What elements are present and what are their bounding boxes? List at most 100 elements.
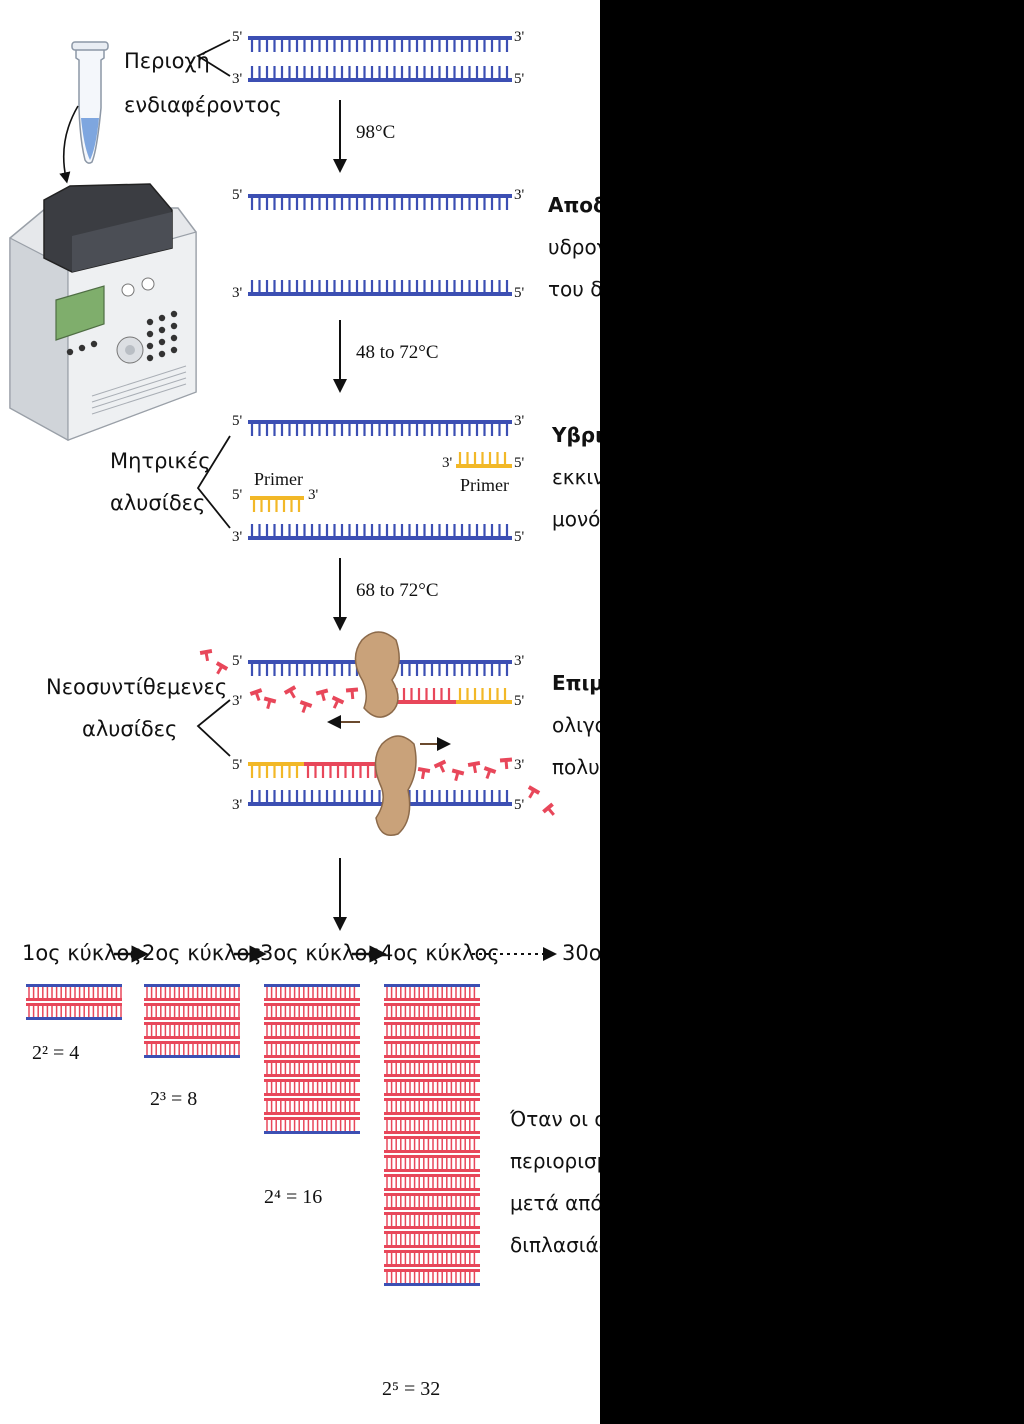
nucleotide — [215, 661, 229, 675]
end-label: 3' — [514, 187, 525, 203]
annealing-line-2: εκκινη — [552, 465, 600, 489]
thermocycler-icon — [9, 183, 197, 442]
dna-duplex — [384, 1117, 480, 1134]
end-label: 3' — [442, 455, 453, 471]
cycle-label-1: 1ος κύκλος — [22, 941, 142, 965]
end-label: 5' — [514, 285, 525, 301]
nucleotide — [433, 759, 447, 773]
end-label: 3' — [308, 487, 319, 503]
dna-duplex — [384, 1098, 480, 1115]
denaturation-line-2: υδρογ — [548, 235, 600, 259]
dna-duplex — [384, 1022, 480, 1039]
dna-duplex — [384, 1269, 480, 1286]
dna-duplex — [144, 1041, 240, 1058]
dna-duplex — [384, 984, 480, 1001]
end-label: 3' — [232, 529, 243, 545]
pcr-tube-icon — [71, 41, 109, 164]
dna-stack-cycle-1 — [26, 984, 122, 1020]
dna-duplex — [264, 1079, 360, 1096]
dna-duplex — [384, 1079, 480, 1096]
dna-stack-cycle-2 — [144, 984, 240, 1058]
extension-line-3: πολυμ — [552, 755, 600, 779]
count-cycle-4: 2⁵ = 32 — [382, 1378, 441, 1400]
nucleotide — [249, 688, 263, 701]
dna-duplex — [264, 1041, 360, 1058]
primer-label-left: Primer — [254, 469, 303, 489]
limit-line-2: περιορισμ — [510, 1149, 600, 1173]
extension-line-2: ολιγο — [552, 713, 600, 737]
end-label: 5' — [514, 797, 525, 813]
region-of-interest-label: Περιοχή — [124, 49, 210, 73]
count-cycle-2: 2³ = 8 — [150, 1088, 198, 1110]
extension-line-1: Επιμή — [552, 671, 600, 695]
dna-duplex — [384, 1003, 480, 1020]
nucleotide — [283, 685, 297, 699]
end-label: 3' — [514, 757, 525, 773]
dna-duplex — [384, 1250, 480, 1267]
end-label: 3' — [514, 653, 525, 669]
nucleotide — [483, 766, 497, 779]
denaturation-description: Αποδι υδρογ του δί — [548, 184, 600, 310]
polymerase-icon — [354, 631, 417, 836]
template-strand-top — [248, 36, 512, 52]
end-label: 3' — [514, 29, 525, 45]
cycle-label-2: 2ος κύκλος — [142, 941, 262, 965]
denatured-strand-top — [248, 194, 512, 210]
dna-strands — [199, 36, 555, 816]
dna-duplex — [384, 1041, 480, 1058]
count-cycle-3: 2⁴ = 16 — [264, 1186, 323, 1208]
dna-duplex — [26, 1003, 122, 1020]
dna-duplex — [264, 1117, 360, 1134]
primer-right — [456, 452, 512, 468]
template-strands-label-line2: αλυσίδες — [110, 491, 206, 515]
end-label: 3' — [232, 285, 243, 301]
region-of-interest-label-line2: ενδιαφέροντος — [124, 93, 282, 117]
primer-extended-top — [456, 688, 512, 704]
end-label: 5' — [514, 71, 525, 87]
dna-stack-cycle-3 — [264, 984, 360, 1134]
dna-duplex — [384, 1155, 480, 1172]
annealing-template-bottom — [248, 524, 512, 540]
primer-left — [250, 496, 304, 512]
dna-duplex — [384, 1231, 480, 1248]
primer-extended-bottom — [248, 762, 304, 778]
end-label: 5' — [514, 529, 525, 545]
denaturation-line-1: Αποδι — [548, 193, 600, 217]
amplified-dna-stacks — [26, 984, 480, 1286]
nucleotide — [199, 648, 213, 662]
limit-line-3: μετά από — [510, 1191, 600, 1215]
new-strand-bottom — [304, 762, 380, 778]
new-strands-label: Νεοσυντίθεμενες — [46, 675, 228, 699]
limit-note: Όταν οι σ περιορισμ μετά από διπλασιάζε — [510, 1098, 600, 1266]
end-label: 3' — [514, 413, 525, 429]
extension-template-bottom — [248, 790, 512, 806]
end-label: 3' — [232, 693, 243, 709]
new-strands-label-line2: αλυσίδες — [82, 717, 178, 741]
primer-label-right: Primer — [460, 475, 509, 495]
nucleotide — [499, 757, 513, 770]
pcr-diagram-panel: Περιοχή ενδιαφέροντος Μητρικές αλυσίδες … — [0, 0, 600, 1424]
dna-duplex — [26, 984, 122, 1001]
nucleotide — [451, 768, 465, 782]
black-background — [600, 0, 1024, 1424]
cycle-label-3: 3ος κύκλος — [260, 941, 380, 965]
dna-duplex — [384, 1060, 480, 1077]
template-strand-bottom — [248, 66, 512, 82]
denaturation-line-3: του δί — [548, 277, 600, 301]
dna-duplex — [144, 1003, 240, 1020]
nucleotide — [527, 785, 541, 799]
dna-duplex — [384, 1174, 480, 1191]
nucleotide — [467, 760, 481, 774]
extension-description: Επιμή ολιγο πολυμ — [552, 662, 600, 788]
denaturation-temperature: 98°C — [356, 122, 396, 143]
template-strands-label: Μητρικές — [110, 449, 211, 473]
cycle-label-30: 30ος — [562, 941, 600, 965]
nucleotide — [542, 802, 555, 816]
nucleotide — [331, 695, 345, 709]
dna-duplex — [264, 1060, 360, 1077]
extension-temperature: 68 to 72°C — [356, 580, 439, 601]
annealing-template-top — [248, 420, 512, 436]
end-label: 5' — [232, 187, 243, 203]
nucleotide — [315, 688, 329, 702]
dna-duplex — [384, 1136, 480, 1153]
